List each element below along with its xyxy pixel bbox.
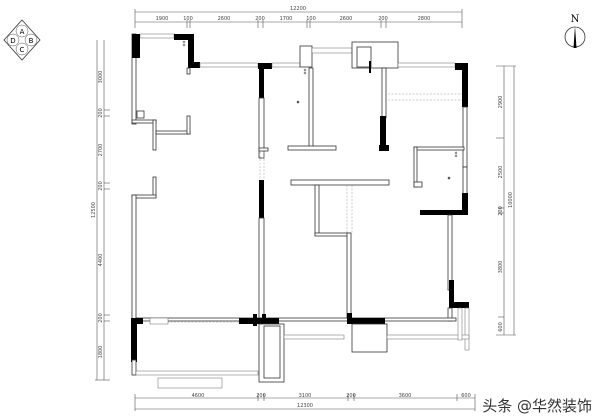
dim-top-1: 1900 [156, 16, 169, 22]
dim-top-6: 100 [306, 16, 316, 22]
top-dimensions: 12200 1900 100 2600 200 1700 100 2600 20… [134, 6, 463, 28]
dim-top-7: 2600 [340, 16, 353, 22]
dim-left-2: 200 [98, 108, 104, 118]
compass-letter-b: B [29, 37, 34, 45]
right-dimensions: 2900 2500 200 3800 600 10000 [496, 65, 516, 336]
dim-right-total: 10000 [508, 192, 514, 208]
dim-bottom-6: 600 [461, 393, 471, 399]
dim-top-9: 2800 [418, 16, 431, 22]
dim-right-2: 2500 [498, 166, 504, 179]
dim-right-3: 200 [498, 206, 504, 216]
dim-right-4: 3800 [498, 261, 504, 274]
dim-top-2: 100 [183, 16, 193, 22]
dim-left-3: 2700 [98, 144, 104, 157]
dim-bottom-4: 200 [346, 393, 356, 399]
dim-left-6: 200 [98, 313, 104, 323]
compass-letter-d: D [10, 37, 15, 45]
dim-top-8: 200 [378, 16, 388, 22]
dim-top-4: 200 [255, 16, 265, 22]
dim-right-5: 600 [498, 322, 504, 332]
dim-top-3: 2600 [218, 16, 231, 22]
dim-left-5: 4400 [98, 254, 104, 267]
dim-right-1: 2900 [498, 96, 504, 109]
compass-letter-c: C [20, 46, 25, 54]
dim-bottom-5: 3600 [399, 393, 412, 399]
compass-letter-a: A [20, 28, 25, 36]
dim-bottom-total: 12300 [297, 403, 313, 409]
fixtures [182, 40, 458, 180]
dim-bottom-2: 200 [256, 393, 266, 399]
dim-top-5: 1700 [280, 16, 293, 22]
dim-left-4: 200 [98, 181, 104, 191]
dim-bottom-3: 3100 [299, 393, 312, 399]
dim-bottom-1: 4600 [192, 393, 205, 399]
watermark: 头条 @华然装饰 [482, 397, 592, 415]
north-arrow-icon: N [564, 14, 586, 48]
dim-left-7: 1800 [98, 346, 104, 359]
dim-left-1: 3000 [98, 71, 104, 84]
compass-rose: A B C D [3, 19, 41, 61]
dim-top-total: 12200 [290, 6, 306, 12]
bottom-dimensions: 4600 200 3100 200 3600 600 12300 [134, 393, 476, 411]
walls [131, 33, 470, 389]
dim-left-total: 12500 [91, 202, 97, 218]
north-label: N [571, 14, 580, 25]
left-dimensions: 12500 3000 200 2700 200 4400 200 1800 [91, 40, 110, 381]
